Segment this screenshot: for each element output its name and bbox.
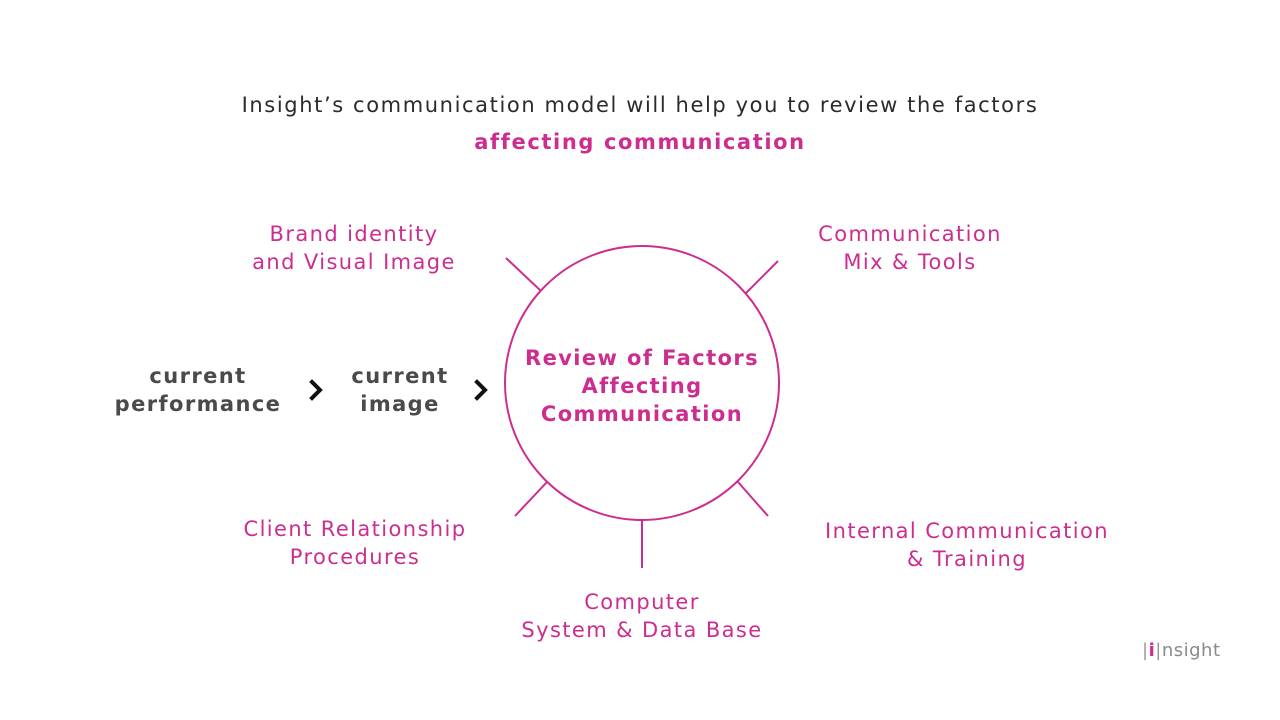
logo-bar-left: | (1142, 640, 1149, 661)
chevron-right-icon (474, 379, 488, 401)
flow-step2-line-1: current (351, 364, 449, 388)
flow-step1-line-1: current (149, 364, 247, 388)
factor-computer-line-2: System & Data Base (521, 618, 763, 642)
factor-brand-line-1: Brand identity (269, 222, 439, 246)
connector-client (514, 481, 548, 517)
headline-line-2: affecting communication (474, 130, 806, 154)
center-label: Review of Factors Affecting Communicatio… (510, 344, 774, 428)
chevron-right-icon (309, 379, 323, 401)
connector-mix (744, 260, 779, 295)
flow-current-image: current image (336, 362, 464, 418)
insight-logo: |i|nsight (1142, 640, 1221, 661)
flow-current-performance: current performance (100, 362, 296, 418)
factor-internal-line-1: Internal Communication (825, 519, 1109, 543)
factor-brand-identity: Brand identity and Visual Image (224, 220, 484, 276)
center-label-line-1: Review of Factors (525, 346, 759, 370)
factor-client-line-1: Client Relationship (243, 517, 467, 541)
factor-communication-mix: Communication Mix & Tools (780, 220, 1040, 276)
logo-i: i (1148, 640, 1156, 661)
factor-internal-line-2: & Training (907, 547, 1027, 571)
flow-step1-line-2: performance (114, 392, 282, 416)
factor-computer-line-1: Computer (584, 590, 700, 614)
factor-mix-line-1: Communication (818, 222, 1002, 246)
logo-bar-right: | (1155, 640, 1162, 661)
factor-client-line-2: Procedures (289, 545, 421, 569)
factor-mix-line-2: Mix & Tools (843, 250, 977, 274)
factor-internal-communication: Internal Communication & Training (800, 517, 1134, 573)
connector-internal (737, 481, 769, 517)
flow-step2-line-2: image (360, 392, 440, 416)
center-label-line-2: Affecting (581, 374, 703, 398)
factor-brand-line-2: and Visual Image (252, 250, 456, 274)
headline-line-1: Insight’s communication model will help … (241, 93, 1039, 117)
center-label-line-3: Communication (540, 402, 744, 426)
logo-text: nsight (1161, 640, 1221, 661)
connector-brand (505, 257, 542, 292)
factor-computer-system: Computer System & Data Base (492, 588, 792, 644)
factor-client-relationship: Client Relationship Procedures (214, 515, 496, 571)
